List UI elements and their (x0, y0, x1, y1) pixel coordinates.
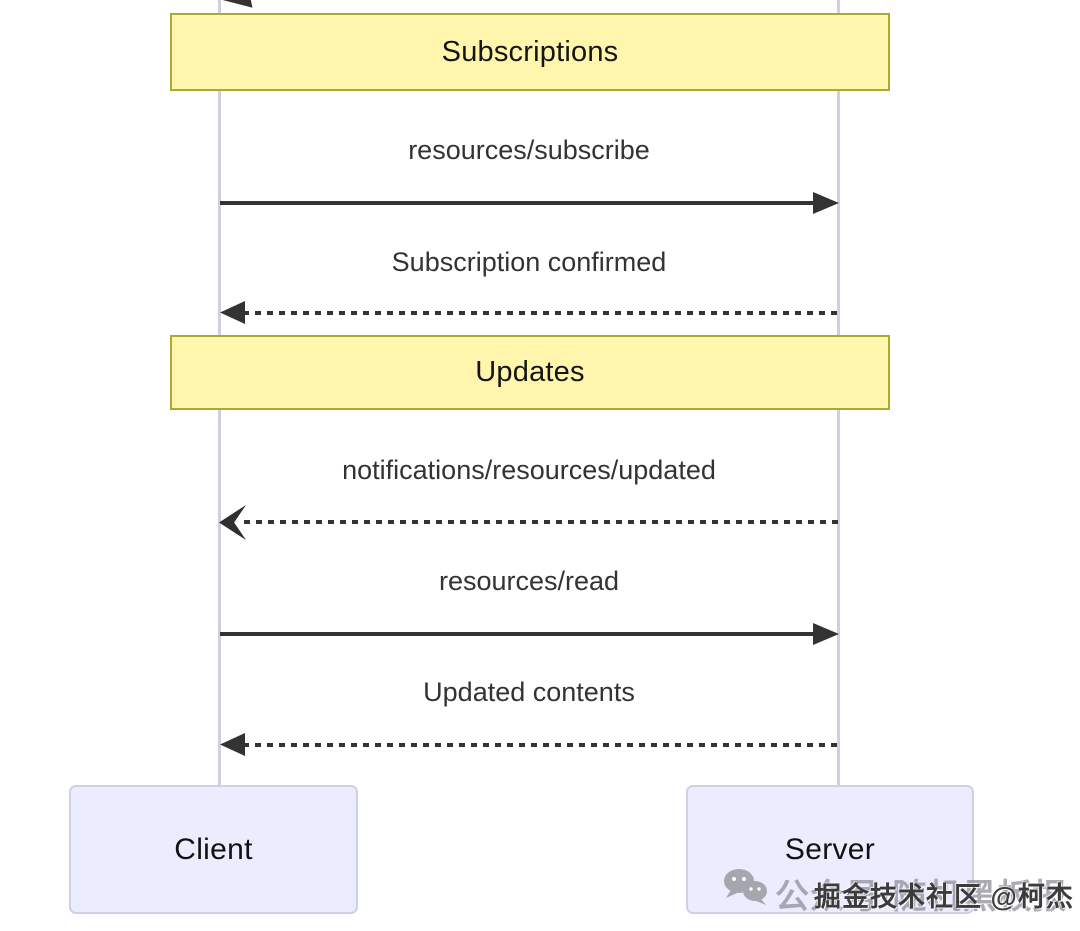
note-updates-label: Updates (475, 356, 585, 388)
actor-server-box: Server (686, 785, 974, 914)
arrowhead-right-icon (813, 192, 839, 214)
message-line-dashed (243, 311, 838, 315)
message-line-dashed (244, 520, 838, 524)
actor-server-label: Server (784, 832, 876, 866)
message-line-dashed (243, 743, 838, 747)
actor-client-box: Client (69, 785, 358, 914)
note-subscriptions-label: Subscriptions (441, 35, 619, 68)
actor-client-label: Client (174, 832, 253, 866)
message-label-resources-read: resources/read (438, 566, 620, 596)
note-subscriptions: Subscriptions (170, 13, 890, 91)
arrowhead-left-icon (220, 733, 245, 756)
clipped-arrowhead-icon (219, 0, 252, 14)
message-line-solid (220, 632, 816, 636)
message-label-notifications-updated: notifications/resources/updated (342, 455, 716, 485)
message-label-resources-subscribe: resources/subscribe (408, 135, 650, 165)
arrowhead-left-icon (220, 301, 245, 324)
message-line-solid (220, 201, 816, 205)
note-updates: Updates (170, 335, 890, 410)
message-label-subscription-confirmed: Subscription confirmed (391, 247, 667, 277)
arrowhead-right-icon (813, 623, 839, 645)
message-label-updated-contents: Updated contents (423, 677, 635, 707)
arrowhead-open-left-icon (219, 505, 246, 540)
